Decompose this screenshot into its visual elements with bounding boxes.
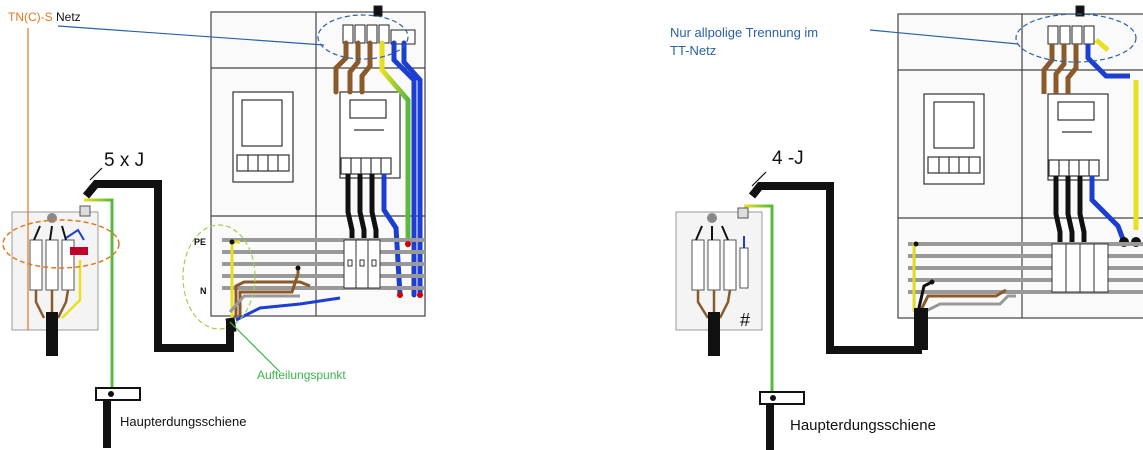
right-note-pointer bbox=[869, 29, 1019, 45]
network-label-part2: -S bbox=[41, 10, 53, 24]
left-meter-empty bbox=[232, 91, 294, 183]
left-n-dot-2 bbox=[417, 292, 423, 298]
right-note-line2: TT-Netz bbox=[670, 43, 716, 58]
right-breakers bbox=[1051, 243, 1109, 293]
left-rails bbox=[222, 238, 425, 290]
right-meter-empty bbox=[923, 93, 985, 185]
left-diagram: TN(C)-S Netz 5 x J PE N Aufteilungspunkt… bbox=[2, 5, 426, 448]
right-energy-meter bbox=[1047, 93, 1109, 181]
right-earth-conductor bbox=[744, 204, 774, 398]
right-feeder-cable bbox=[748, 182, 922, 354]
left-earth-conductor bbox=[84, 198, 114, 394]
left-pe-dot bbox=[405, 241, 411, 247]
right-phase-wires-top bbox=[1041, 38, 1130, 94]
left-n-terminal bbox=[295, 265, 301, 271]
left-split-point-label: Aufteilungspunkt bbox=[257, 368, 346, 382]
network-label-part1: TN(C) bbox=[8, 10, 41, 24]
left-meter-output-wires bbox=[345, 174, 403, 296]
left-split-wires bbox=[228, 240, 341, 322]
left-terminals-ellipse bbox=[317, 14, 409, 60]
left-split-pointer bbox=[229, 321, 281, 373]
right-note-line1: Nur allpolige Trennung im bbox=[670, 25, 818, 40]
left-split-ellipse bbox=[182, 224, 256, 330]
right-house-connection-box bbox=[675, 207, 763, 356]
network-label-part3: Netz bbox=[53, 10, 81, 24]
right-main-switch-terminals bbox=[1047, 5, 1095, 45]
right-diagram: Nur allpolige Trennung im TT-Netz 4 -J #… bbox=[670, 5, 1143, 450]
left-busbar-label: Haupterdungsschiene bbox=[120, 414, 246, 429]
right-terminals-ellipse bbox=[1015, 13, 1137, 63]
left-n-dot-1 bbox=[397, 292, 403, 298]
left-network-label: TN(C)-S Netz bbox=[8, 10, 81, 24]
left-network-pointer-line bbox=[57, 25, 325, 46]
left-energy-meter bbox=[339, 91, 401, 179]
left-pe-label: PE bbox=[194, 237, 206, 247]
left-pe-terminal bbox=[229, 239, 235, 245]
right-main-earthing-bar bbox=[759, 391, 805, 405]
left-cable-label: 5 x J bbox=[104, 150, 144, 171]
left-network-ellipse bbox=[2, 219, 120, 269]
right-hash-label: # bbox=[740, 310, 750, 330]
left-breakers bbox=[343, 239, 381, 289]
right-meter-output-wires bbox=[1053, 80, 1139, 243]
left-feeder-cable bbox=[82, 180, 234, 352]
right-busbar-label: Haupterdungsschiene bbox=[790, 417, 936, 434]
left-n-label: N bbox=[200, 286, 207, 296]
left-main-earthing-bar bbox=[95, 387, 141, 401]
right-cable-label: 4 -J bbox=[772, 148, 804, 169]
left-house-connection-box bbox=[11, 205, 99, 356]
